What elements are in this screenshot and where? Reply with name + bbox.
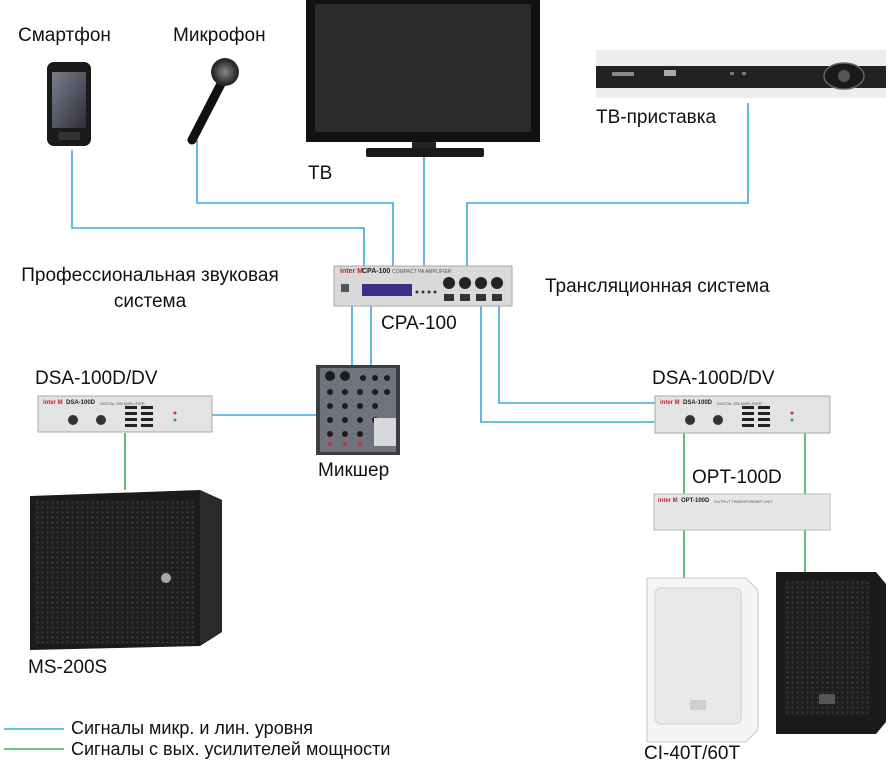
amplifier-label: CPA-100 — [381, 313, 457, 334]
speakers-label: CI-40T/60T — [644, 743, 741, 764]
microphone-label: Микрофон — [173, 25, 266, 46]
legend-power-level-text: Сигналы с вых. усилителей мощности — [71, 739, 391, 759]
tv-label: ТВ — [308, 163, 333, 184]
dsa-left-icon — [37, 395, 213, 433]
amp-model: CPA-100 — [362, 268, 391, 275]
mixer-label: Микшер — [318, 460, 390, 481]
tv-icon — [306, 0, 540, 157]
dsa-right-icon — [654, 395, 831, 434]
broadcast-system-label: Трансляционная система — [545, 276, 770, 297]
microphone-icon — [187, 58, 239, 145]
power-level-connections — [124, 433, 806, 578]
opt-model: OPT-100D — [681, 498, 710, 504]
opt-unit-icon — [653, 493, 831, 531]
amp-desc: COMPACT PA AMPLIFIER — [392, 269, 452, 275]
subwoofer-label: MS-200S — [28, 657, 108, 678]
smartphone-label: Смартфон — [18, 25, 111, 46]
smartphone-to-amp — [71, 150, 365, 268]
dsa-left-model: DSA-100D — [66, 400, 96, 406]
legend-line-level-text: Сигналы микр. и лин. уровня — [71, 718, 313, 738]
dsa-right-model: DSA-100D — [683, 400, 713, 406]
dsa-left-brand: inter M — [43, 400, 63, 406]
smartphone-icon — [47, 62, 91, 146]
amp-brand: inter M — [340, 268, 363, 275]
stb-to-amp — [466, 103, 749, 268]
amp-to-dsa-right-1 — [480, 305, 655, 423]
amp-to-dsa-right-2 — [498, 305, 655, 404]
dsa-right-label: DSA-100D/DV — [652, 368, 775, 389]
white-speaker-icon — [646, 577, 759, 743]
pro-audio-label-line2: система — [113, 291, 187, 312]
line-level-connections — [71, 103, 749, 423]
set-top-box-icon — [596, 50, 886, 98]
opt-label: OPT-100D — [692, 467, 782, 488]
pro-audio-label-line1: Профессиональная звуковая — [21, 265, 279, 286]
dsa-left-label: DSA-100D/DV — [35, 368, 158, 389]
mixer-icon — [316, 365, 400, 455]
opt-brand: inter M — [658, 498, 678, 504]
black-speaker-icon — [776, 572, 886, 734]
dsa-right-brand: inter M — [660, 400, 680, 406]
mic-to-amp — [196, 140, 394, 268]
subwoofer-icon — [30, 490, 222, 650]
amplifier-icon — [333, 265, 513, 307]
set-top-box-label: ТВ-приставка — [596, 107, 717, 128]
dsa-left-desc: DIGITAL SW AMPLIFIER — [100, 401, 145, 406]
opt-desc: OUTPUT TRANSFORMER UNIT — [714, 499, 773, 504]
dsa-right-desc: DIGITAL SW AMPLIFIER — [717, 401, 762, 406]
